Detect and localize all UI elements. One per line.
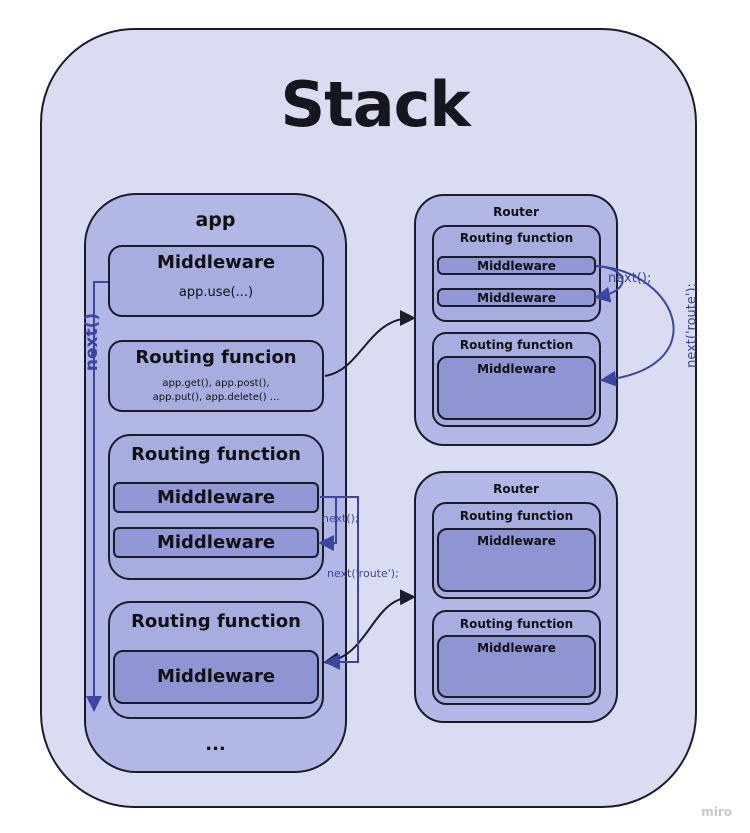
middleware-label: Middleware <box>156 666 276 687</box>
next-vertical-label: next() <box>82 312 102 372</box>
router-next-route-arrow <box>595 265 675 387</box>
app-routing-card: Routing funcion app.get(), app.post(), a… <box>108 340 324 412</box>
router-bottom-fn2-middleware: Middleware <box>437 635 596 698</box>
router-top-fn1-middleware-b: Middleware <box>437 288 596 307</box>
middleware-label: Middleware <box>156 487 276 508</box>
middleware-label: Middleware <box>477 641 556 655</box>
routing-function-2-middleware: Middleware <box>113 650 319 704</box>
next-top-label: next(); <box>608 271 652 286</box>
middleware-label: Middleware <box>477 362 556 376</box>
middleware-label: Middleware <box>477 291 556 305</box>
next-route-mid-label: next('route'); <box>327 567 399 580</box>
router-bottom-label: Router <box>493 482 539 496</box>
routing-function-1-middleware-b: Middleware <box>113 527 319 558</box>
router-bottom-fn1-middleware: Middleware <box>437 528 596 592</box>
routing-function-2-title: Routing function <box>131 611 301 632</box>
app-routing-code-2: app.put(), app.delete() ... <box>152 392 280 403</box>
app-middleware-card: Middleware app.use(...) <box>108 245 324 317</box>
diagram-title: Stack <box>280 68 470 141</box>
next-route-side-label: next('route'); <box>684 283 700 368</box>
middleware-label: Middleware <box>156 532 276 553</box>
middleware-label: Middleware <box>477 259 556 273</box>
app-to-router-top-connector <box>324 310 416 377</box>
next-vertical-arrow <box>86 281 108 712</box>
app-middleware-title: Middleware <box>156 252 276 273</box>
routing-function-1-middleware-a: Middleware <box>113 482 319 513</box>
router-top-fn1-title: Routing function <box>459 231 574 245</box>
next-mid-label: next(); <box>322 512 359 525</box>
router-top-fn1-middleware-a: Middleware <box>437 256 596 275</box>
router-top-label: Router <box>493 205 539 219</box>
miro-watermark: miro <box>701 805 732 819</box>
app-routing-title: Routing funcion <box>135 347 297 368</box>
mid-next-route-arrow <box>320 496 359 670</box>
app-ellipsis: ... <box>205 734 226 755</box>
routing-function-1-title: Routing function <box>131 444 301 465</box>
router-bottom-fn2-title: Routing function <box>459 617 574 631</box>
app-label: app <box>195 209 236 231</box>
router-top-fn2-title: Routing function <box>459 338 574 352</box>
app-to-router-bottom-connector <box>323 589 416 668</box>
app-use-code: app.use(...) <box>178 285 254 300</box>
router-top-fn2-middleware: Middleware <box>437 356 596 420</box>
app-routing-code-1: app.get(), app.post(), <box>162 378 270 389</box>
middleware-label: Middleware <box>477 534 556 548</box>
router-bottom-fn1-title: Routing function <box>459 509 574 523</box>
